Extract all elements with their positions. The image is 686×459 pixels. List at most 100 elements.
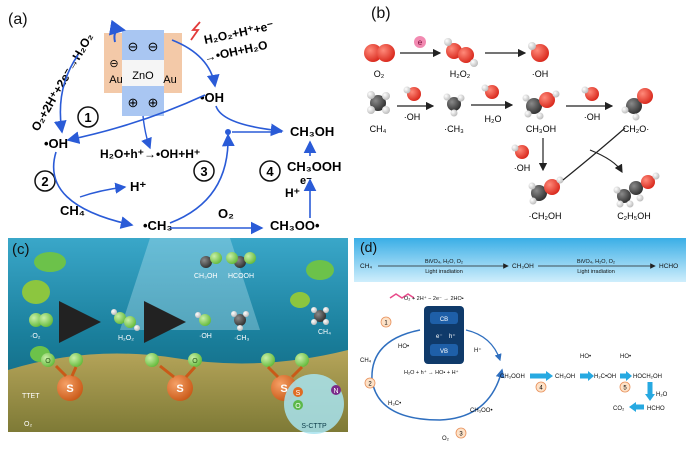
ch2o-molecule xyxy=(621,88,653,121)
c-s-text-3: S xyxy=(280,383,287,395)
ch3ooh-product: CH₃OOH xyxy=(287,159,341,174)
conduction-band xyxy=(122,30,164,60)
electron-transfer-arrow xyxy=(108,19,126,43)
c-bond-4 xyxy=(184,365,197,379)
s-cttp-label: S-CTTP xyxy=(301,423,327,430)
c-o-atom-2 xyxy=(69,353,83,367)
h-plus-right: H⁺ xyxy=(285,186,300,200)
d-light-icon xyxy=(389,293,415,299)
oh-radical-left: •OH xyxy=(44,136,68,151)
d-block-arrow-3-head xyxy=(626,371,632,381)
d-ho-left: HO• xyxy=(398,344,409,350)
b-oh-reagent-3-label: ·OH xyxy=(584,112,601,122)
b-h2o-label: H₂O xyxy=(485,114,502,124)
legend-s-dot xyxy=(293,387,303,397)
b-ch3-label: ·CH₃ xyxy=(444,124,464,134)
b-arrow-to-c2h5oh xyxy=(589,149,623,174)
c-hcooh-group xyxy=(226,252,256,268)
oh-reagent-1 xyxy=(403,86,421,101)
c-o-atom-6 xyxy=(295,353,309,367)
oh-molecule-top xyxy=(528,42,549,62)
step-3-number: 3 xyxy=(200,164,207,179)
arrow-hole-to-water xyxy=(141,115,152,150)
c-bond-2 xyxy=(70,366,78,377)
panel-b: (b) O₂ e H₂O₂ ·OH CH₄ xyxy=(364,5,660,221)
d-step-3-number: 3 xyxy=(459,432,463,438)
panel-c-label: (c) xyxy=(12,241,30,258)
d-arrow-to-ch3ooh xyxy=(465,329,502,362)
legend-n-text: N xyxy=(333,388,338,395)
b-ch2oh-label: ·CH₂OH xyxy=(529,211,562,221)
cb-electron-1: ⊖ xyxy=(128,39,139,54)
step-1-number: 1 xyxy=(84,110,91,125)
ch3oh-molecule xyxy=(522,90,560,120)
h2o2-molecule xyxy=(444,38,478,67)
c-h2o2-label: H₂O₂ xyxy=(118,335,134,342)
arrow-oh-right-to-left xyxy=(66,94,206,144)
c-ch3oh-group xyxy=(200,252,222,268)
d-hoch2oh: HOCH₂OH xyxy=(633,374,662,380)
b-oh-top-label: ·OH xyxy=(532,69,549,79)
d-ho-2: HO• xyxy=(620,354,631,360)
vb-hole-2: ⊕ xyxy=(148,95,159,110)
algae-left xyxy=(22,280,50,304)
d-cycle-arrow xyxy=(371,329,505,421)
oh-reagent-2 xyxy=(481,84,499,99)
d-cond2-top: BiVO₄, H₂O, O₂ xyxy=(577,259,615,265)
sky-background xyxy=(354,238,686,282)
panel-a: (a) ⊖ ⊖ ⊕ ⊕ ⊖ ZnO Au Au O₂+2H⁺+2e⁻→H₂O₂ … xyxy=(8,11,341,235)
step-4-number: 4 xyxy=(266,164,274,179)
d-ch3ooh: CH₃OOH xyxy=(500,374,525,380)
c-ch4-group xyxy=(311,307,329,325)
d-step-4 xyxy=(535,381,547,393)
ch3oh-product: CH₃OH xyxy=(290,124,334,139)
d-step-2-number: 2 xyxy=(368,382,372,388)
h-plus-left: H⁺ xyxy=(130,179,146,194)
b-curve-combine-1 xyxy=(562,127,626,181)
c-o2-group xyxy=(29,313,53,327)
electron-badge xyxy=(414,36,426,48)
water-oxidation: H₂O+h⁺→•OH+H⁺ xyxy=(100,147,200,161)
legend-s-text: S xyxy=(296,390,301,397)
ch4-molecule xyxy=(367,91,390,114)
step-2-number: 2 xyxy=(41,174,48,189)
step-3-circle xyxy=(193,160,215,182)
c-o-atom-3 xyxy=(145,353,159,367)
ch3oo-radical: CH₃OO• xyxy=(270,218,320,233)
d-reaction-top: O₂ + 2H⁺ − 2e⁻ → 2HO• xyxy=(404,295,464,302)
d-h2o: H₂O xyxy=(656,392,668,398)
c-o2-label: ·O₂ xyxy=(30,333,41,340)
c-o-atom-4 xyxy=(188,353,202,367)
ch3-molecule xyxy=(443,93,465,117)
o2-molecule xyxy=(364,44,395,62)
d-h-right: H⁺ xyxy=(474,347,482,354)
panel-c: (c) ·O₂ H₂O₂ ·OH xyxy=(8,238,348,434)
d-step-1 xyxy=(380,316,392,328)
panel-d: (d) CH₄ BiVO₄, H₂O, O₂ Light irradiation… xyxy=(354,238,686,442)
c-o-atom-1 xyxy=(41,353,55,367)
oh-reagent-4 xyxy=(511,144,529,159)
arrow-to-oh-right xyxy=(171,39,220,88)
valence-band xyxy=(122,86,164,116)
arrow-ch3-to-ch3oh xyxy=(169,133,235,224)
d-water-reaction: H₂O + h⁺ → HO• + H⁺ xyxy=(404,369,459,376)
step-4-circle xyxy=(259,160,281,182)
b-ch2o-label: CH₂O· xyxy=(623,124,650,134)
d-hcho-top: HCHO xyxy=(659,263,678,270)
d-block-arrow-down-head xyxy=(645,394,655,401)
c-s-text-2: S xyxy=(176,383,183,395)
d-cond1-top: BiVO₄, H₂O, O₂ xyxy=(425,259,463,265)
c-o-text-4: O xyxy=(192,358,198,365)
algae-left-top xyxy=(34,252,66,272)
legend-n-dot xyxy=(331,385,341,395)
c-h2o2-group xyxy=(111,309,140,331)
c-s-atom-2 xyxy=(167,375,193,401)
step-2-circle xyxy=(34,170,56,192)
d-cb-label: CB xyxy=(440,317,448,323)
d-vb-label: VB xyxy=(440,349,448,355)
b-h2o2-label: H₂O₂ xyxy=(450,69,471,79)
ch3-radical: •CH₃ xyxy=(143,218,172,233)
ch4-reactant: CH₄ xyxy=(60,203,85,218)
arrow-to-h-plus xyxy=(79,182,127,198)
